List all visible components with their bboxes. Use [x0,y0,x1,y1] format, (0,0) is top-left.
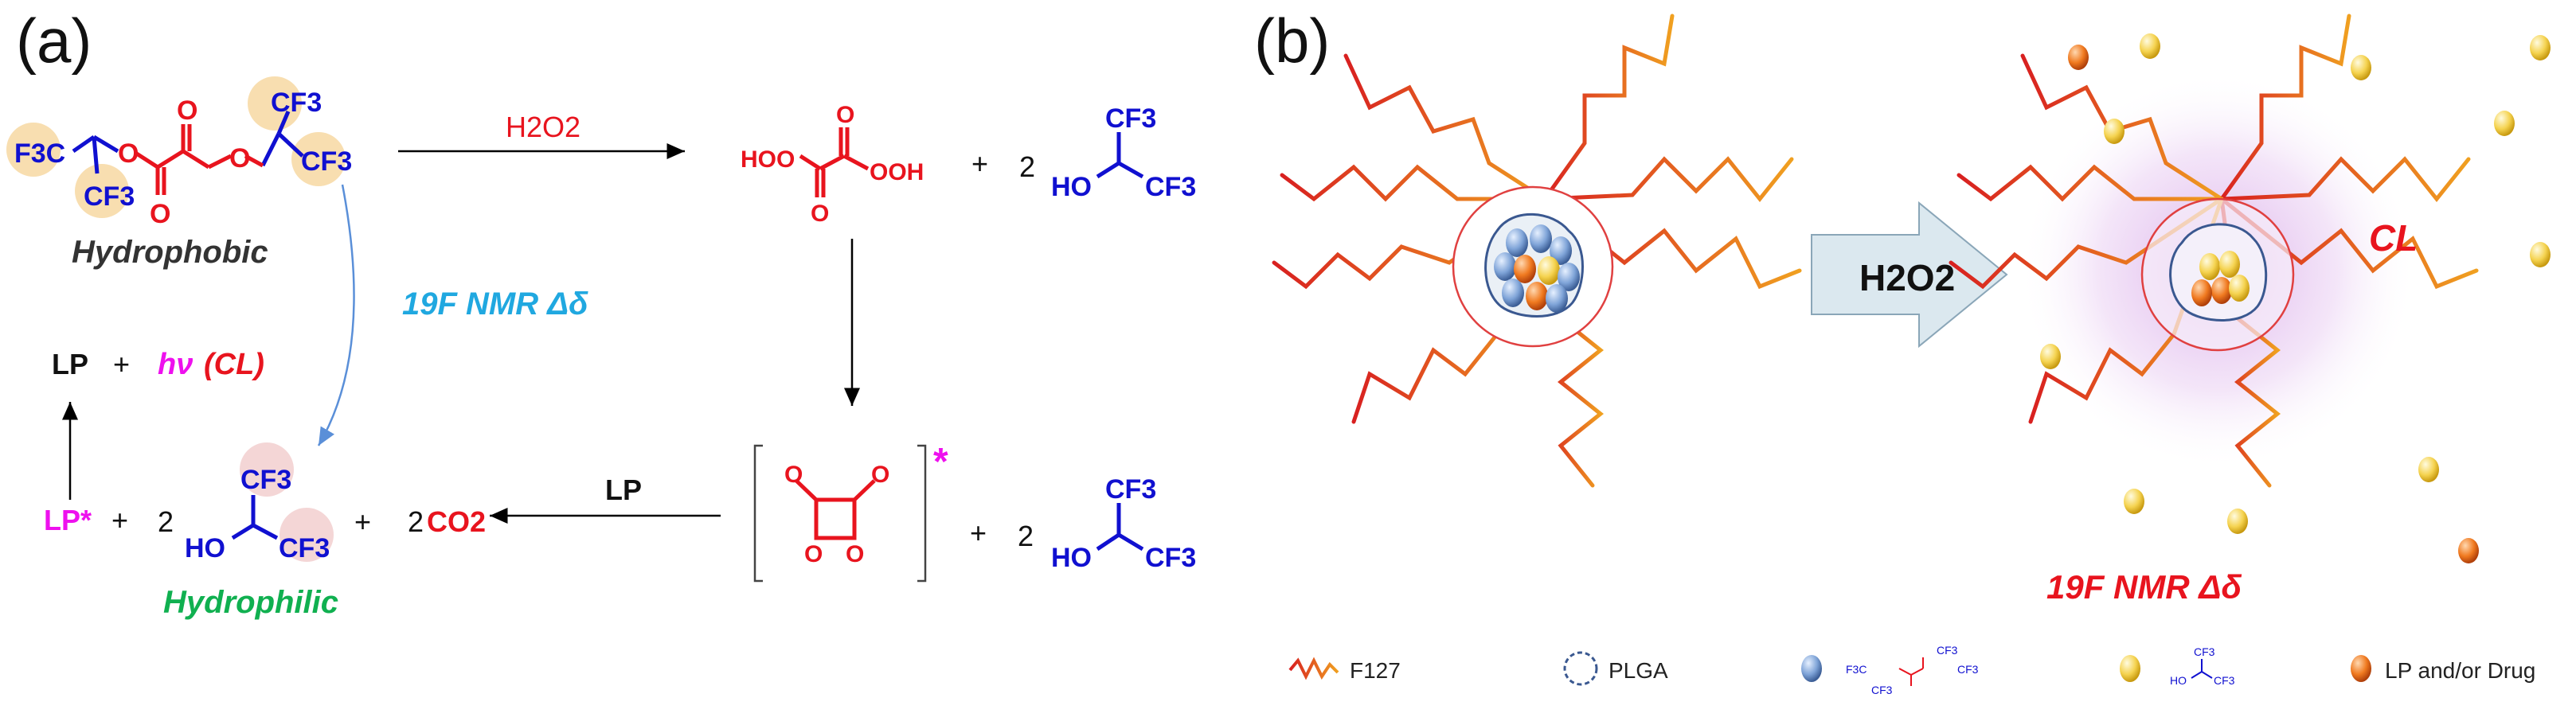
reactant-f3c: F3C [14,138,65,169]
coefficient: 2 [158,505,174,538]
hfip-cf3-right: CF3 [1145,543,1196,573]
ring-o-right: O [846,541,864,567]
legend-f127: F127 [1350,658,1401,683]
hoo-group: HOO [741,146,795,173]
nanoparticle-before [1272,14,1802,488]
reactant-o4: O [229,143,250,173]
oxo-top: O [836,102,854,128]
hfip-mini-structure: HO CF3 CF3 [2170,645,2235,687]
hfip-alcohol-top: HO CF3 CF3 [1051,103,1196,202]
ring-o-left: O [804,541,823,567]
hfip-cf3-right: CF3 [1145,172,1196,202]
reactant-cf3-top: CF3 [271,88,322,118]
panel-b: (b) [1254,6,2551,696]
hfip-mini-cf3-top: CF3 [2194,645,2215,658]
highlight-circle [6,123,61,177]
highlight-circle [279,508,334,562]
cpo-cf3-bottom: CF3 [1871,684,1893,696]
legend-plga: PLGA [1609,658,1668,683]
hfip-mini-oh: HO [2170,674,2187,687]
hydrophilic-caption: Hydrophilic [163,585,338,620]
plus-sign: + [971,147,988,180]
hfip-swatch [2120,655,2140,682]
co2-label: CO2 [427,505,486,538]
reactant-structure: F3C CF3 O O O O CF3 CF3 [6,76,352,229]
lp-label: LP [52,348,88,380]
oxo-left: O [784,462,803,488]
loaded-core-particles [1494,224,1580,313]
dioxetanedione-intermediate: O O O O [753,444,927,583]
lp-star-label: LP* [44,504,92,536]
reactant-cf3-bottom: CF3 [84,181,135,212]
hfip-cf3-right: CF3 [279,533,330,563]
hydrophobic-caption: Hydrophobic [72,235,268,270]
cpo-cf3-right: CF3 [1957,663,1979,676]
highlight-circle [75,164,129,218]
lp-drug-swatch [2351,655,2371,682]
hv-label: hν [158,348,193,381]
cpo-mini-structure: F3C CF3 CF3 CF3 [1846,644,1979,696]
plus-sign: + [970,516,987,549]
hfip-alcohol-hydrophilic: HO CF3 CF3 [185,442,334,563]
peroxyoxalic-acid: HOO OOH O O [741,102,924,227]
coefficient: 2 [1018,520,1034,552]
hfip-mini-cf3-right: CF3 [2214,674,2235,687]
panel-a: (a) [6,6,1196,620]
reactant-cf3-right: CF3 [301,146,352,177]
reactant-o3: O [177,95,197,126]
excited-star: * [933,441,948,483]
highlight-circle [248,76,302,131]
plus-sign: + [354,505,371,538]
cpo-f3c: F3C [1846,663,1867,676]
cpo-swatch [1801,655,1822,682]
nanoparticle-after: CL [1949,14,2479,488]
oxo-bottom: O [811,201,829,227]
f127-swatch [1288,657,1339,680]
cl-label-b: CL [2369,217,2418,259]
hfip-cf3-top: CF3 [1105,103,1156,134]
hfip-oh: HO [1051,172,1092,202]
cl-label: (CL) [204,348,264,381]
hfip-cf3-top: CF3 [1105,474,1156,505]
released-particles [2040,33,2551,563]
lp-arrow-label: LP [605,474,642,506]
nmr-label-a: 19F NMR Δδ [402,286,588,322]
h2o2-arrow-label: H2O2 [506,111,580,143]
hfip-oh: HO [185,533,225,563]
coefficient: 2 [1019,150,1035,183]
reactant-o1: O [118,138,139,169]
reactant-o2: O [150,199,170,229]
highlight-circle [291,132,346,186]
remaining-core-particles [2191,251,2250,306]
panel-a-label: (a) [16,6,92,76]
ooh-group: OOH [870,159,924,185]
legend-lp-drug: LP and/or Drug [2385,658,2535,683]
oxo-right: O [871,462,889,488]
plga-swatch [1563,651,1598,686]
h2o2-block-arrow: H2O2 [1811,201,2008,349]
panel-b-label: (b) [1254,6,1330,76]
nmr-label-b: 19F NMR Δδ [2046,568,2242,606]
hfip-oh: HO [1051,543,1092,573]
legend: F127 PLGA F3C CF3 CF3 CF3 [1288,644,2535,696]
highlight-circle [240,442,294,497]
plus-sign: + [111,504,128,536]
nmr-curved-arrow [317,184,355,446]
hfip-cf3-top: CF3 [240,465,291,495]
hfip-alcohol-bottom: HO CF3 CF3 [1051,474,1196,573]
h2o2-block-label: H2O2 [1859,257,1955,298]
cpo-cf3-top: CF3 [1937,644,1958,657]
plus-sign: + [113,348,130,380]
co2-coefficient: 2 [408,505,424,538]
